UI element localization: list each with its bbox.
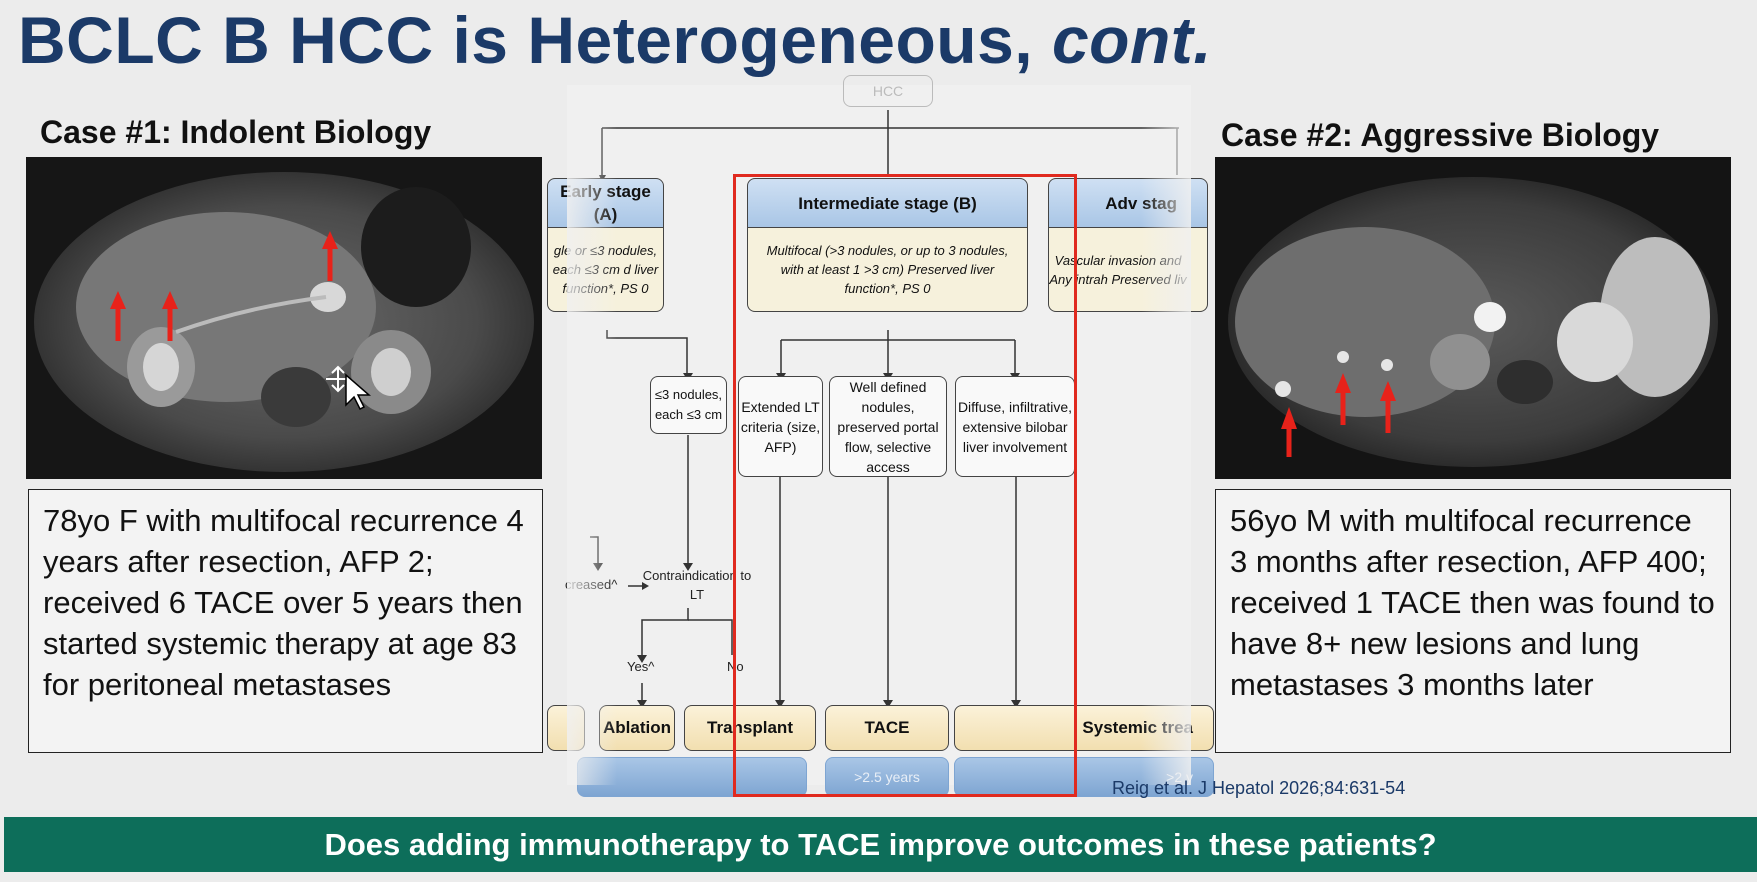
early-stage-header: Early stage (A) xyxy=(547,178,664,228)
move-cursor-icon xyxy=(326,365,372,411)
nodules-criteria-box: ≤3 nodules, each ≤3 cm xyxy=(650,376,727,434)
ablation-box: Ablation xyxy=(599,705,675,751)
treatment-cutoff-box xyxy=(547,705,585,751)
slide-title: BCLC B HCC is Heterogeneous, cont. xyxy=(18,2,1212,78)
yes-label: Yes^ xyxy=(627,659,655,674)
case1-description: 78yo F with multifocal recurrence 4 year… xyxy=(28,489,543,753)
case2-heading: Case #2: Aggressive Biology xyxy=(1221,117,1660,153)
case1-mri-scan xyxy=(26,157,542,479)
case1-heading: Case #1: Indolent Biology xyxy=(40,114,432,150)
case2-mri-image xyxy=(1215,157,1731,479)
case2-description: 56yo M with multifocal recurrence 3 mont… xyxy=(1215,489,1731,753)
slide-title-italic: cont. xyxy=(1051,3,1213,77)
case2-red-arrows xyxy=(1281,373,1396,457)
hcc-top-node: HCC xyxy=(843,75,933,107)
case1-mri-image xyxy=(26,157,542,479)
case1-red-arrows xyxy=(110,231,338,341)
question-banner: Does adding immunotherapy to TACE improv… xyxy=(4,817,1757,872)
case2-mri-scan xyxy=(1215,157,1731,479)
increased-label: creased^ xyxy=(565,577,618,592)
early-stage-criteria: gle or ≤3 nodules, each ≤3 cm d liver fu… xyxy=(547,228,664,312)
slide-title-main: BCLC B HCC is Heterogeneous, xyxy=(18,3,1052,77)
citation: Reig et al. J Hepatol 2026;84:631-54 xyxy=(1112,778,1406,798)
intermediate-highlight-box xyxy=(733,174,1077,797)
